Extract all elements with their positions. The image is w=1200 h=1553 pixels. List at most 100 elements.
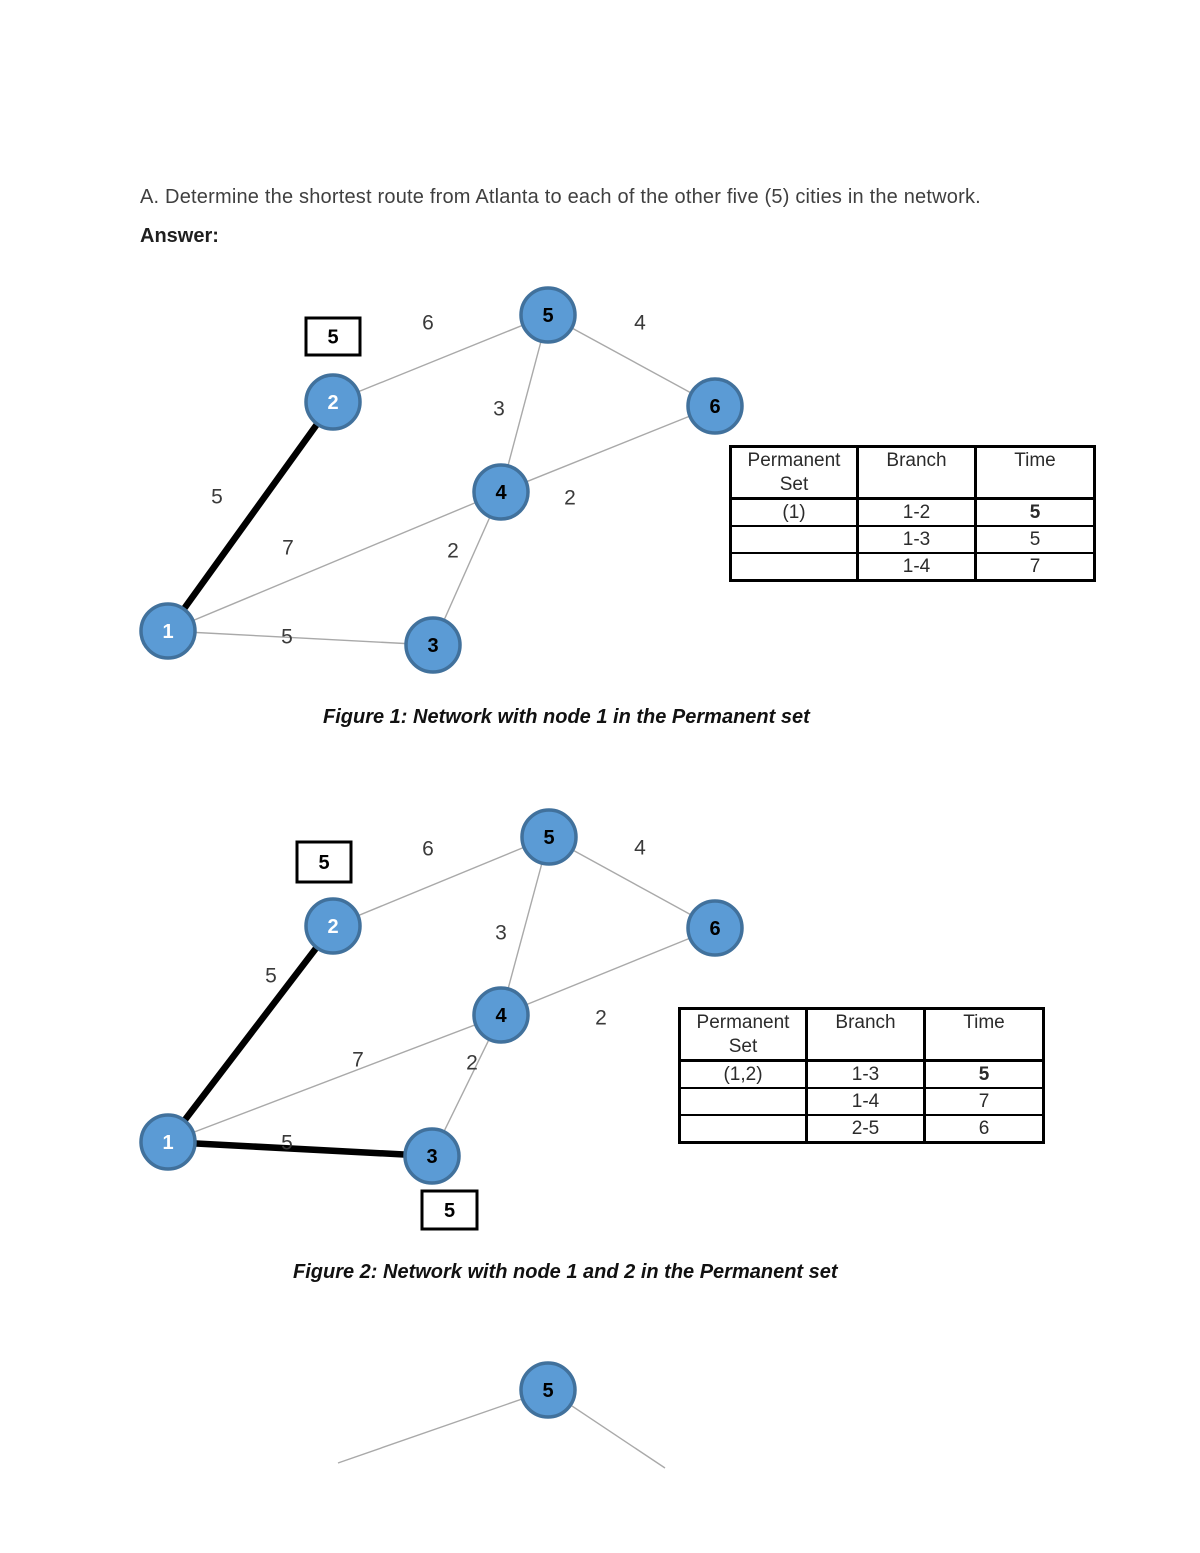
cell-permanent-set <box>729 552 859 582</box>
edge-5-6 <box>547 314 716 407</box>
table-row: 1-4 7 <box>729 552 1096 582</box>
node-label-6: 6 <box>709 396 720 418</box>
figure-2-caption: Figure 2: Network with node 1 and 2 in t… <box>293 1261 838 1283</box>
table-row: (1) 1-2 5 <box>729 497 1096 527</box>
cell-branch: 1-4 <box>856 552 977 582</box>
edge-1-2 <box>165 924 336 1144</box>
cell-branch: 1-3 <box>805 1059 926 1089</box>
edge-weight-1-2: 5 <box>211 486 223 509</box>
node-label-5: 5 <box>543 827 554 849</box>
table-row: 2-5 6 <box>678 1114 1045 1144</box>
edge-1-2 <box>165 400 336 633</box>
node-label-1: 1 <box>162 621 173 643</box>
distance-box-node-2 <box>295 840 353 884</box>
edge-weight-4-6: 2 <box>595 1007 607 1030</box>
answer-label: Answer: <box>140 225 219 247</box>
node-6 <box>686 377 744 435</box>
header-time: Time <box>923 1007 1045 1062</box>
cell-permanent-set: (1) <box>729 497 859 527</box>
edge-1-3 <box>167 1138 433 1160</box>
edge-2-5 <box>332 314 549 403</box>
cell-time: 6 <box>923 1114 1045 1144</box>
node-5 <box>519 286 577 344</box>
node-label-3: 3 <box>427 635 438 657</box>
edge-weight-5-6: 4 <box>634 837 646 860</box>
figure-1-caption: Figure 1: Network with node 1 in the Per… <box>323 706 810 728</box>
edge-4-5 <box>500 314 549 493</box>
edge-1-3 <box>167 630 434 646</box>
header-permanent-set: Permanent Set <box>678 1007 808 1062</box>
cell-branch: 1-2 <box>856 497 977 527</box>
cell-time: 5 <box>923 1059 1045 1089</box>
node-5 <box>520 808 578 866</box>
edge-weight-5-6: 4 <box>634 312 646 335</box>
figure-3-partial: 5 <box>337 1361 666 1469</box>
edge-4-6 <box>500 927 716 1016</box>
table-row: 1-4 7 <box>678 1087 1045 1116</box>
table-row: 1-3 5 <box>729 525 1096 554</box>
header-time: Time <box>974 445 1096 500</box>
edge-weight-1-2: 5 <box>265 965 277 988</box>
edge-weight-2-5: 6 <box>422 838 434 861</box>
edge-weight-4-5: 3 <box>495 922 507 945</box>
cell-permanent-set <box>678 1114 808 1144</box>
edge-weight-4-5: 3 <box>493 398 505 421</box>
edge-2-5 <box>332 836 550 927</box>
node-label-4: 4 <box>495 1005 507 1027</box>
table-row: (1,2) 1-3 5 <box>678 1059 1045 1089</box>
node-2 <box>304 373 362 431</box>
node-1 <box>139 602 197 660</box>
node-label-2: 2 <box>327 392 338 414</box>
cell-permanent-set: (1,2) <box>678 1059 808 1089</box>
node-5 <box>519 1361 577 1419</box>
node-label-5: 5 <box>542 1380 553 1402</box>
node-label-1: 1 <box>162 1132 173 1154</box>
node-4 <box>472 986 530 1044</box>
header-permanent-set: Permanent Set <box>729 445 859 500</box>
cell-permanent-set <box>729 525 859 554</box>
edge-4-6 <box>500 405 716 493</box>
distance-box-node-2 <box>304 316 362 357</box>
edge-weight-3-4: 2 <box>466 1052 478 1075</box>
node-1 <box>139 1113 197 1171</box>
distance-box-value-node-2: 5 <box>318 852 329 874</box>
edge-weight-1-4: 7 <box>352 1049 364 1072</box>
edge-1-4 <box>167 491 502 632</box>
iteration-table-1: Permanent Set Branch Time (1) 1-2 5 1-3 … <box>729 445 1096 582</box>
node-3 <box>403 1127 461 1185</box>
edge-weight-1-3: 5 <box>281 1132 293 1155</box>
header-branch: Branch <box>856 445 977 500</box>
table-header-row: Permanent Set Branch Time <box>729 445 1096 500</box>
header-branch: Branch <box>805 1007 926 1062</box>
distance-box-value-node-2: 5 <box>327 327 338 349</box>
distance-box-value-node-3: 5 <box>444 1200 455 1222</box>
node-label-2: 2 <box>327 916 338 938</box>
node-label-5: 5 <box>542 305 553 327</box>
edge-weight-2-5: 6 <box>422 312 434 335</box>
distance-box-node-3 <box>420 1189 479 1231</box>
cell-time: 7 <box>923 1087 1045 1116</box>
cell-branch: 2-5 <box>805 1114 926 1144</box>
edge-weight-3-4: 2 <box>447 540 459 563</box>
cell-branch: 1-3 <box>856 525 977 554</box>
cell-time: 5 <box>974 497 1096 527</box>
edge-weight-4-6: 2 <box>564 487 576 510</box>
question-text: A. Determine the shortest route from Atl… <box>140 186 981 208</box>
node-6 <box>686 899 744 957</box>
node-2 <box>304 897 362 955</box>
node-label-4: 4 <box>495 482 507 504</box>
stub-edge-0 <box>337 1389 549 1464</box>
table-header-row: Permanent Set Branch Time <box>678 1007 1045 1062</box>
edge-weight-1-3: 5 <box>281 626 293 649</box>
node-4 <box>472 463 530 521</box>
edge-5-6 <box>548 836 716 929</box>
iteration-table-2: Permanent Set Branch Time (1,2) 1-3 5 1-… <box>678 1007 1045 1144</box>
cell-time: 5 <box>974 525 1096 554</box>
edge-4-5 <box>500 836 550 1016</box>
cell-branch: 1-4 <box>805 1087 926 1116</box>
node-label-6: 6 <box>709 918 720 940</box>
